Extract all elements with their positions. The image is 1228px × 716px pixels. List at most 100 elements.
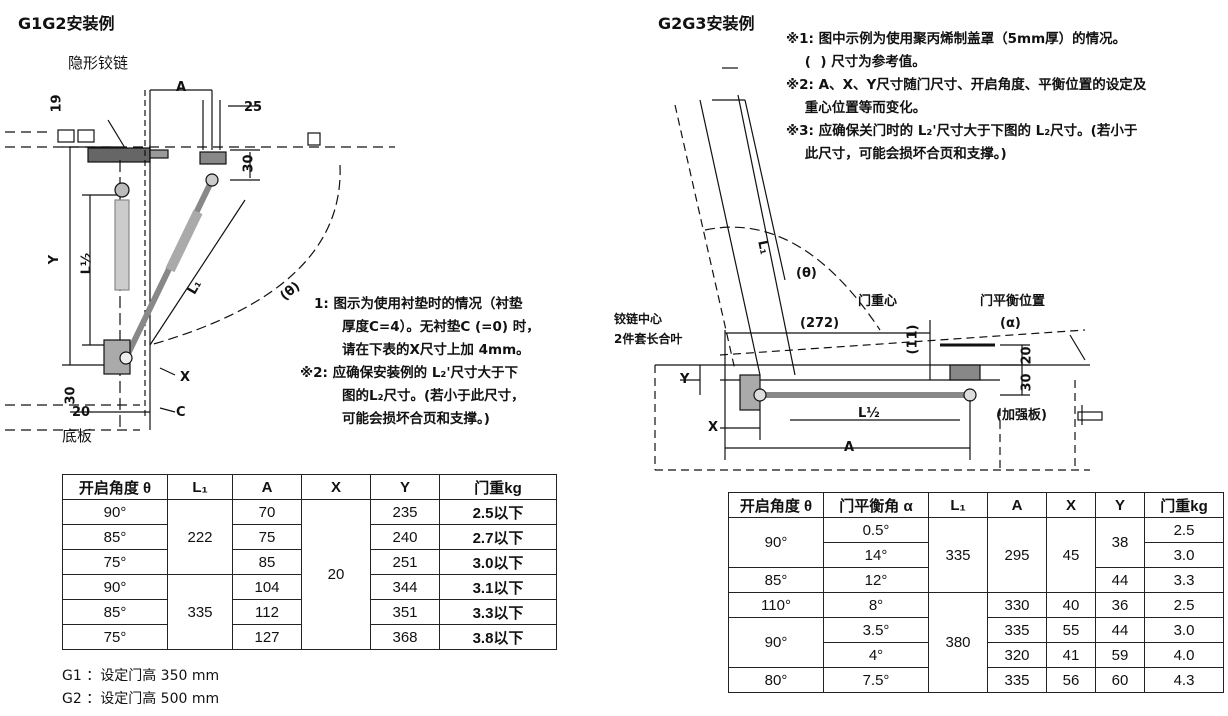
left-spec-table: 开启角度 θ L₁ A X Y 门重kg 90° 222 70 20 235 2… <box>62 474 557 650</box>
table-header-row: 开启角度 θ L₁ A X Y 门重kg <box>62 474 557 500</box>
cell: 3.0以下 <box>439 549 557 575</box>
table-row: 110° 8° 380 330 40 36 2.5 <box>728 592 1224 693</box>
alpha-label: (α) <box>1000 316 1021 331</box>
left-note-line: 1: 图示为使用衬垫时的情况（衬垫 <box>314 296 523 312</box>
table-row: 90° 0.5° 335 295 45 38 2.5 <box>728 517 1224 593</box>
cell: 7.5° <box>823 667 929 693</box>
cell: 320 <box>987 642 1047 668</box>
cell: 0.5° <box>823 517 929 543</box>
table-header-row: 开启角度 θ 门平衡角 α L₁ A X Y 门重kg <box>728 492 1224 518</box>
cell: 235 <box>370 499 440 525</box>
right-note-line: ※2: A、X、Y尺寸随门尺寸、开启角度、平衡位置的设定及 <box>786 77 1147 93</box>
cell: 3.5° <box>823 617 929 643</box>
cell: 240 <box>370 524 440 550</box>
dim-l2-label: L½ <box>79 252 95 275</box>
cell: 56 <box>1046 667 1096 693</box>
right-note-line: 此尺寸，可能会损坏合页和支撑。) <box>786 146 1007 162</box>
cell: 85° <box>62 524 168 550</box>
cell: 127 <box>232 624 302 650</box>
caption-g1: G1 ：设定门高 350 mm <box>62 668 220 684</box>
cell: 330 <box>987 592 1047 618</box>
cell: 70 <box>232 499 302 525</box>
cell: 38 <box>1095 517 1145 568</box>
cell: 2.5 <box>1144 592 1224 618</box>
cell: 112 <box>232 599 302 625</box>
cell: 4.0 <box>1144 642 1224 668</box>
table-row: 90° 3.5° 335 55 44 3.0 <box>728 617 1224 668</box>
col-header: Y <box>1095 492 1145 518</box>
cell: 14° <box>823 542 929 568</box>
cell: 90° <box>62 499 168 525</box>
dim-272-label: (272) <box>800 316 840 331</box>
dim-20-label: 20 <box>72 405 91 420</box>
right-title: G2G3安装例 <box>658 14 755 33</box>
dim-a-label: A <box>176 80 187 95</box>
dim-30-top-label: 30 <box>241 154 257 173</box>
caption-g2: G2 ：设定门高 500 mm <box>62 691 220 707</box>
cell: 2.5以下 <box>439 499 557 525</box>
col-header: 门重kg <box>439 474 557 500</box>
cell: 44 <box>1095 617 1145 643</box>
cell: 3.0 <box>1144 617 1224 643</box>
cell: 55 <box>1046 617 1096 643</box>
cell: 335 <box>987 617 1047 643</box>
cell: 12° <box>823 567 929 593</box>
col-header: X <box>1046 492 1096 518</box>
col-header: 门重kg <box>1144 492 1224 518</box>
cell: 380 <box>928 592 988 693</box>
right-note-line: ※1: 图中示例为使用聚丙烯制盖罩（5mm厚）的情况。 <box>786 31 1127 47</box>
right-x-label: X <box>708 420 719 435</box>
cell: 335 <box>167 574 233 650</box>
col-header: L₁ <box>928 492 988 518</box>
col-header: 开启角度 θ <box>728 492 824 518</box>
cell: 59 <box>1095 642 1145 668</box>
right-spec-table: 开启角度 θ 门平衡角 α L₁ A X Y 门重kg 90° 0.5° 335… <box>728 492 1224 693</box>
cell: 3.1以下 <box>439 574 557 600</box>
cell: 4.3 <box>1144 667 1224 693</box>
dim-c-label: C <box>176 405 186 420</box>
cell: 41 <box>1046 642 1096 668</box>
col-header: A <box>987 492 1047 518</box>
door-balance-label: 门平衡位置 <box>980 294 1046 309</box>
cell: 3.0 <box>1144 542 1224 568</box>
cell: 45 <box>1046 517 1096 593</box>
table-row: 14° 3.0 <box>729 542 1224 568</box>
right-note-line: ( ) 尺寸为参考值。 <box>786 54 926 70</box>
cell: 75° <box>62 549 168 575</box>
table-row: 90° 335 104 344 3.1以下 <box>62 574 557 650</box>
cell: 295 <box>987 517 1047 593</box>
dim-x-label: X <box>180 370 191 385</box>
col-header: X <box>301 474 371 500</box>
hinge-label: 隐形铰链 <box>68 54 129 72</box>
right-note-line: ※3: 应确保关门时的 L₂'尺寸大于下图的 L₂尺寸。(若小于 <box>786 123 1138 139</box>
cell: 110° <box>728 592 824 618</box>
cell: 3.3以下 <box>439 599 557 625</box>
dim-30-bottom-label: 30 <box>63 386 79 405</box>
cell: 344 <box>370 574 440 600</box>
cell: 251 <box>370 549 440 575</box>
cell: 20 <box>301 499 371 650</box>
door-cg-label: 门重心 <box>858 294 898 309</box>
cell: 85 <box>232 549 302 575</box>
dim-y-label: Y <box>47 254 63 265</box>
cell: 85° <box>62 599 168 625</box>
cell: 40 <box>1046 592 1096 618</box>
left-note-line: 可能会损坏合页和支撑。) <box>342 411 490 427</box>
col-header: 开启角度 θ <box>62 474 168 500</box>
hinge-center-label: 铰链中心 <box>614 312 663 326</box>
right-y-label: Y <box>680 372 690 387</box>
cell: 335 <box>987 667 1047 693</box>
left-note-line: 请在下表的X尺寸上加 4mm。 <box>342 342 530 358</box>
cell: 90° <box>728 517 824 568</box>
table-row: 90° 222 70 20 235 2.5以下 <box>62 499 557 650</box>
table-row: 75° 127 368 3.8以下 <box>62 624 557 650</box>
col-header: A <box>232 474 302 500</box>
cell: 351 <box>370 599 440 625</box>
cell: 36 <box>1095 592 1145 618</box>
left-note-line: ※2: 应确保安装例的 L₂'尺寸大于下 <box>300 365 518 381</box>
dim-30-right-label: 30 <box>1019 373 1035 392</box>
col-header: Y <box>370 474 440 500</box>
left-notes: 1: 图示为使用衬垫时的情况（衬垫 厚度C=4）。无衬垫C (=0) 时， 请在… <box>300 293 540 431</box>
two-piece-hinge-label: 2件套长合叶 <box>614 332 683 346</box>
